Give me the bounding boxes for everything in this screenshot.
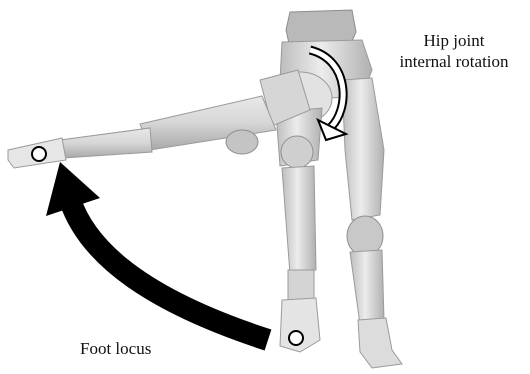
hip-rotation-label: Hip joint internal rotation: [378, 30, 530, 72]
mannequin-standing-leg: [342, 78, 402, 368]
hip-label-line1: Hip joint: [378, 30, 530, 51]
foot-locus-label: Foot locus: [80, 338, 151, 359]
standing-foot-marker: [289, 331, 303, 345]
foot-locus-arrow: [46, 162, 268, 340]
hip-label-line2: internal rotation: [378, 51, 530, 72]
mannequin-raised-leg: [8, 70, 310, 168]
raised-foot-marker: [32, 147, 46, 161]
